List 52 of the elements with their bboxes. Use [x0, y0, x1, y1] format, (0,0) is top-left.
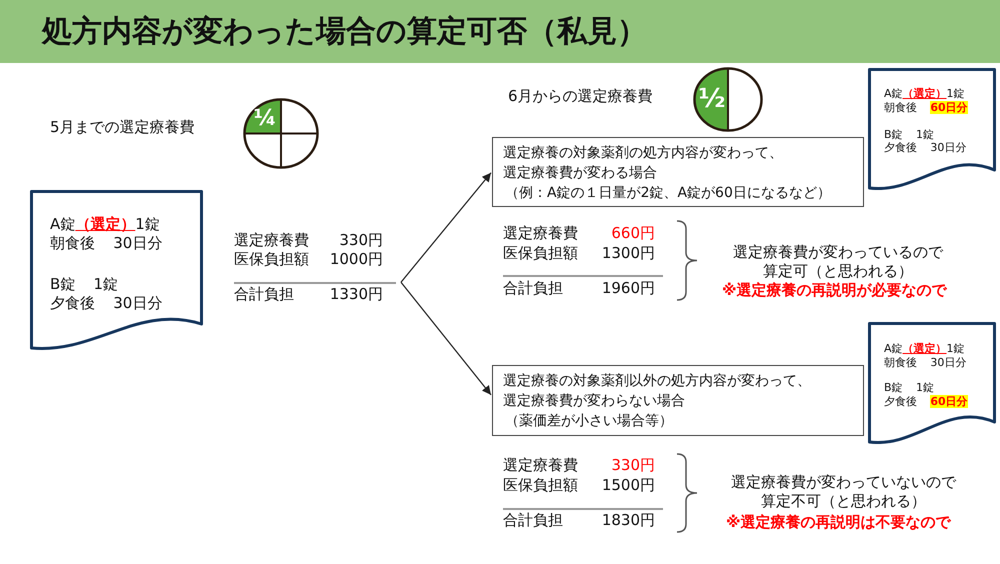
table-label: 選定療養費 — [503, 224, 578, 243]
amount-value: 660円 — [611, 224, 655, 243]
prescription-document — [30, 190, 203, 350]
fraction-text: ¼ — [254, 108, 276, 130]
table-label: 医保負担額 — [503, 244, 578, 263]
pie-chart — [243, 98, 319, 169]
arrow — [400, 282, 492, 396]
table-label: 選定療養費 — [234, 231, 309, 250]
prescription-line: B錠 1錠 — [884, 128, 934, 142]
conclusion-text: 選定療養費が変わっているので算定可（と思われる） — [732, 243, 944, 281]
case-box — [492, 365, 864, 436]
example-note: （薬価差が小さい場合等） — [505, 412, 673, 431]
prescription-line: A錠（選定）1錠 — [884, 87, 965, 101]
prescription-line: 朝食後 60日分 — [884, 101, 968, 115]
prescription-document — [868, 322, 996, 444]
note-text: ※選定療養の再説明は不要なので — [726, 513, 951, 532]
case-description: 選定療養の対象薬剤以外の処方内容が変わって、選定療養費が変わらない場合 — [503, 372, 812, 411]
prescription-line: A錠（選定）1錠 — [50, 215, 160, 234]
fraction-text: ½ — [698, 86, 726, 112]
prescription-line: 夕食後 30日分 — [884, 141, 966, 155]
prescription-line: A錠（選定）1錠 — [884, 342, 965, 356]
example-note: （例：A錠の１日量が2錠、A錠が60日になるなど） — [505, 184, 831, 203]
note-text: ※選定療養の再説明が必要なので — [722, 281, 947, 300]
table-label: 選定療養費 — [503, 456, 578, 475]
arrow — [400, 172, 492, 283]
prescription-line: 夕食後 60日分 — [884, 395, 968, 409]
prescription-line: 朝食後 30日分 — [884, 356, 966, 370]
table-label: 合計負担 — [503, 511, 563, 530]
section-heading: 5月までの選定療養費 — [50, 118, 195, 137]
pie-chart — [693, 67, 763, 132]
conclusion-text: 選定療養費が変わっていないので算定不可（と思われる） — [730, 473, 958, 511]
case-box — [492, 137, 864, 207]
slide-title: 処方内容が変わった場合の算定可否（私見） — [42, 13, 647, 51]
amount-value: 330円 — [339, 231, 383, 250]
table-label: 合計負担 — [234, 285, 294, 304]
amount-value: 1830円 — [602, 511, 655, 530]
prescription-document — [868, 68, 996, 190]
amount-value: 330円 — [611, 456, 655, 475]
amount-value: 1500円 — [602, 476, 655, 495]
case-description: 選定療養の対象薬剤の処方内容が変わって、選定療養費が変わる場合 — [503, 144, 784, 183]
amount-value: 1300円 — [602, 244, 655, 263]
amount-value: 1330円 — [330, 285, 383, 304]
prescription-line: B錠 1錠 — [50, 275, 118, 294]
amount-value: 1000円 — [330, 250, 383, 269]
amount-value: 1960円 — [602, 279, 655, 298]
section-heading: 6月からの選定療養費 — [508, 87, 653, 106]
table-label: 医保負担額 — [234, 250, 309, 269]
prescription-line: B錠 1錠 — [884, 381, 934, 395]
table-label: 合計負担 — [503, 279, 563, 298]
prescription-line: 朝食後 30日分 — [50, 234, 162, 253]
prescription-line: 夕食後 30日分 — [50, 294, 162, 313]
table-label: 医保負担額 — [503, 476, 578, 495]
